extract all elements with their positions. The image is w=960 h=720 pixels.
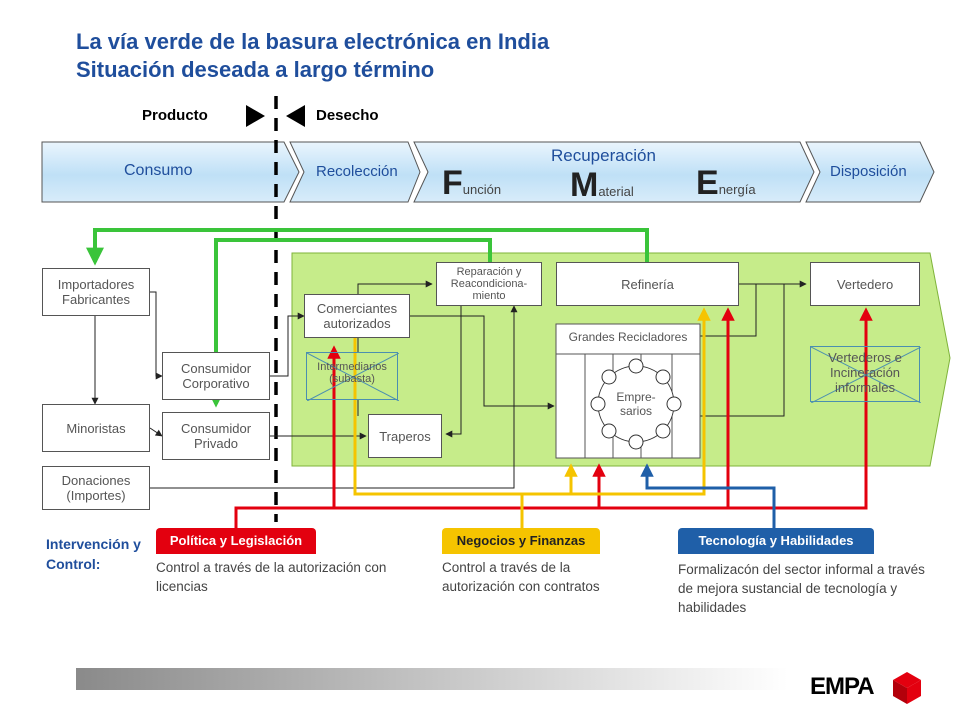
empresarios-label: Empre-sarios (616, 390, 656, 418)
stage-recuperacion-shape (413, 141, 815, 203)
arrow-right-icon (246, 105, 265, 127)
node-importadores: Importadores Fabricantes (42, 268, 150, 316)
negocios-header: Negocios y Finanzas (442, 528, 600, 554)
node-refineria: Refinería (556, 262, 739, 306)
title-line-2: Situación deseada a largo término (76, 57, 435, 82)
stage-disposicion-shape (805, 141, 935, 203)
vertederos-informales-label: Vertederos e Incineración informales (828, 350, 902, 395)
node-consumidor-privado: Consumidor Privado (162, 412, 270, 460)
material-initial: M (570, 166, 599, 204)
material-rest: aterial (598, 184, 634, 199)
node-minoristas: Minoristas (42, 404, 150, 452)
crossed-out-icon (811, 347, 921, 403)
intervention-label: Intervención y Control: (46, 536, 141, 572)
node-comerciantes: Comerciantes autorizados (304, 294, 410, 338)
arrow-left-icon (286, 105, 305, 127)
page-title: La vía verde de la basura electrónica en… (76, 28, 549, 84)
intermediarios-label: Intermediarios (subasta) (317, 361, 387, 385)
node-vertedero: Vertedero (810, 262, 920, 306)
node-donaciones: Donaciones (Importes) (42, 466, 150, 510)
empa-logo: EMPA (810, 673, 875, 700)
stage-recoleccion-label: Recolección (316, 163, 398, 180)
node-intermediarios: Intermediarios (subasta) (306, 352, 399, 401)
funcion-rest: unción (462, 182, 502, 197)
energia-initial: E (696, 164, 719, 202)
negocios-desc: Control a través de la autorización con … (442, 560, 600, 594)
stage-disposicion-label: Disposición (830, 163, 907, 180)
tecnologia-header: Tecnología y Habilidades (678, 528, 874, 554)
crossed-out-icon (307, 353, 399, 401)
politica-desc: Control a través de la autorización con … (156, 560, 387, 594)
empa-cube-icon (893, 672, 921, 704)
node-traperos: Traperos (368, 414, 442, 458)
stage-energia: Energía (696, 164, 756, 203)
politica-header: Política y Legislación (156, 528, 316, 554)
stage-funcion: Función (442, 164, 501, 203)
energia-rest: nergía (718, 182, 756, 197)
empresarios-nodes (590, 358, 682, 450)
stage-recoleccion-shape (289, 141, 421, 203)
waste-label: Desecho (316, 107, 379, 124)
stage-consumo-shape (41, 141, 300, 203)
funcion-initial: F (442, 164, 463, 202)
stage-material: Material (570, 166, 634, 205)
tecnologia-desc: Formalizacón del sector informal a travé… (678, 562, 925, 615)
grandes-recicladores-label: Grandes Recicladores (568, 330, 688, 344)
node-reparacion: Reparación y Reacondiciona-miento (436, 262, 542, 306)
title-line-1: La vía verde de la basura electrónica en… (76, 29, 550, 54)
node-vertederos-informales: Vertederos e Incineración informales (810, 346, 921, 403)
footer-bar (76, 668, 788, 690)
stage-consumo-label: Consumo (124, 162, 193, 179)
product-label: Producto (142, 107, 208, 124)
stage-recuperacion-label: Recuperación (551, 146, 656, 165)
node-consumidor-corporativo: Consumidor Corporativo (162, 352, 270, 400)
